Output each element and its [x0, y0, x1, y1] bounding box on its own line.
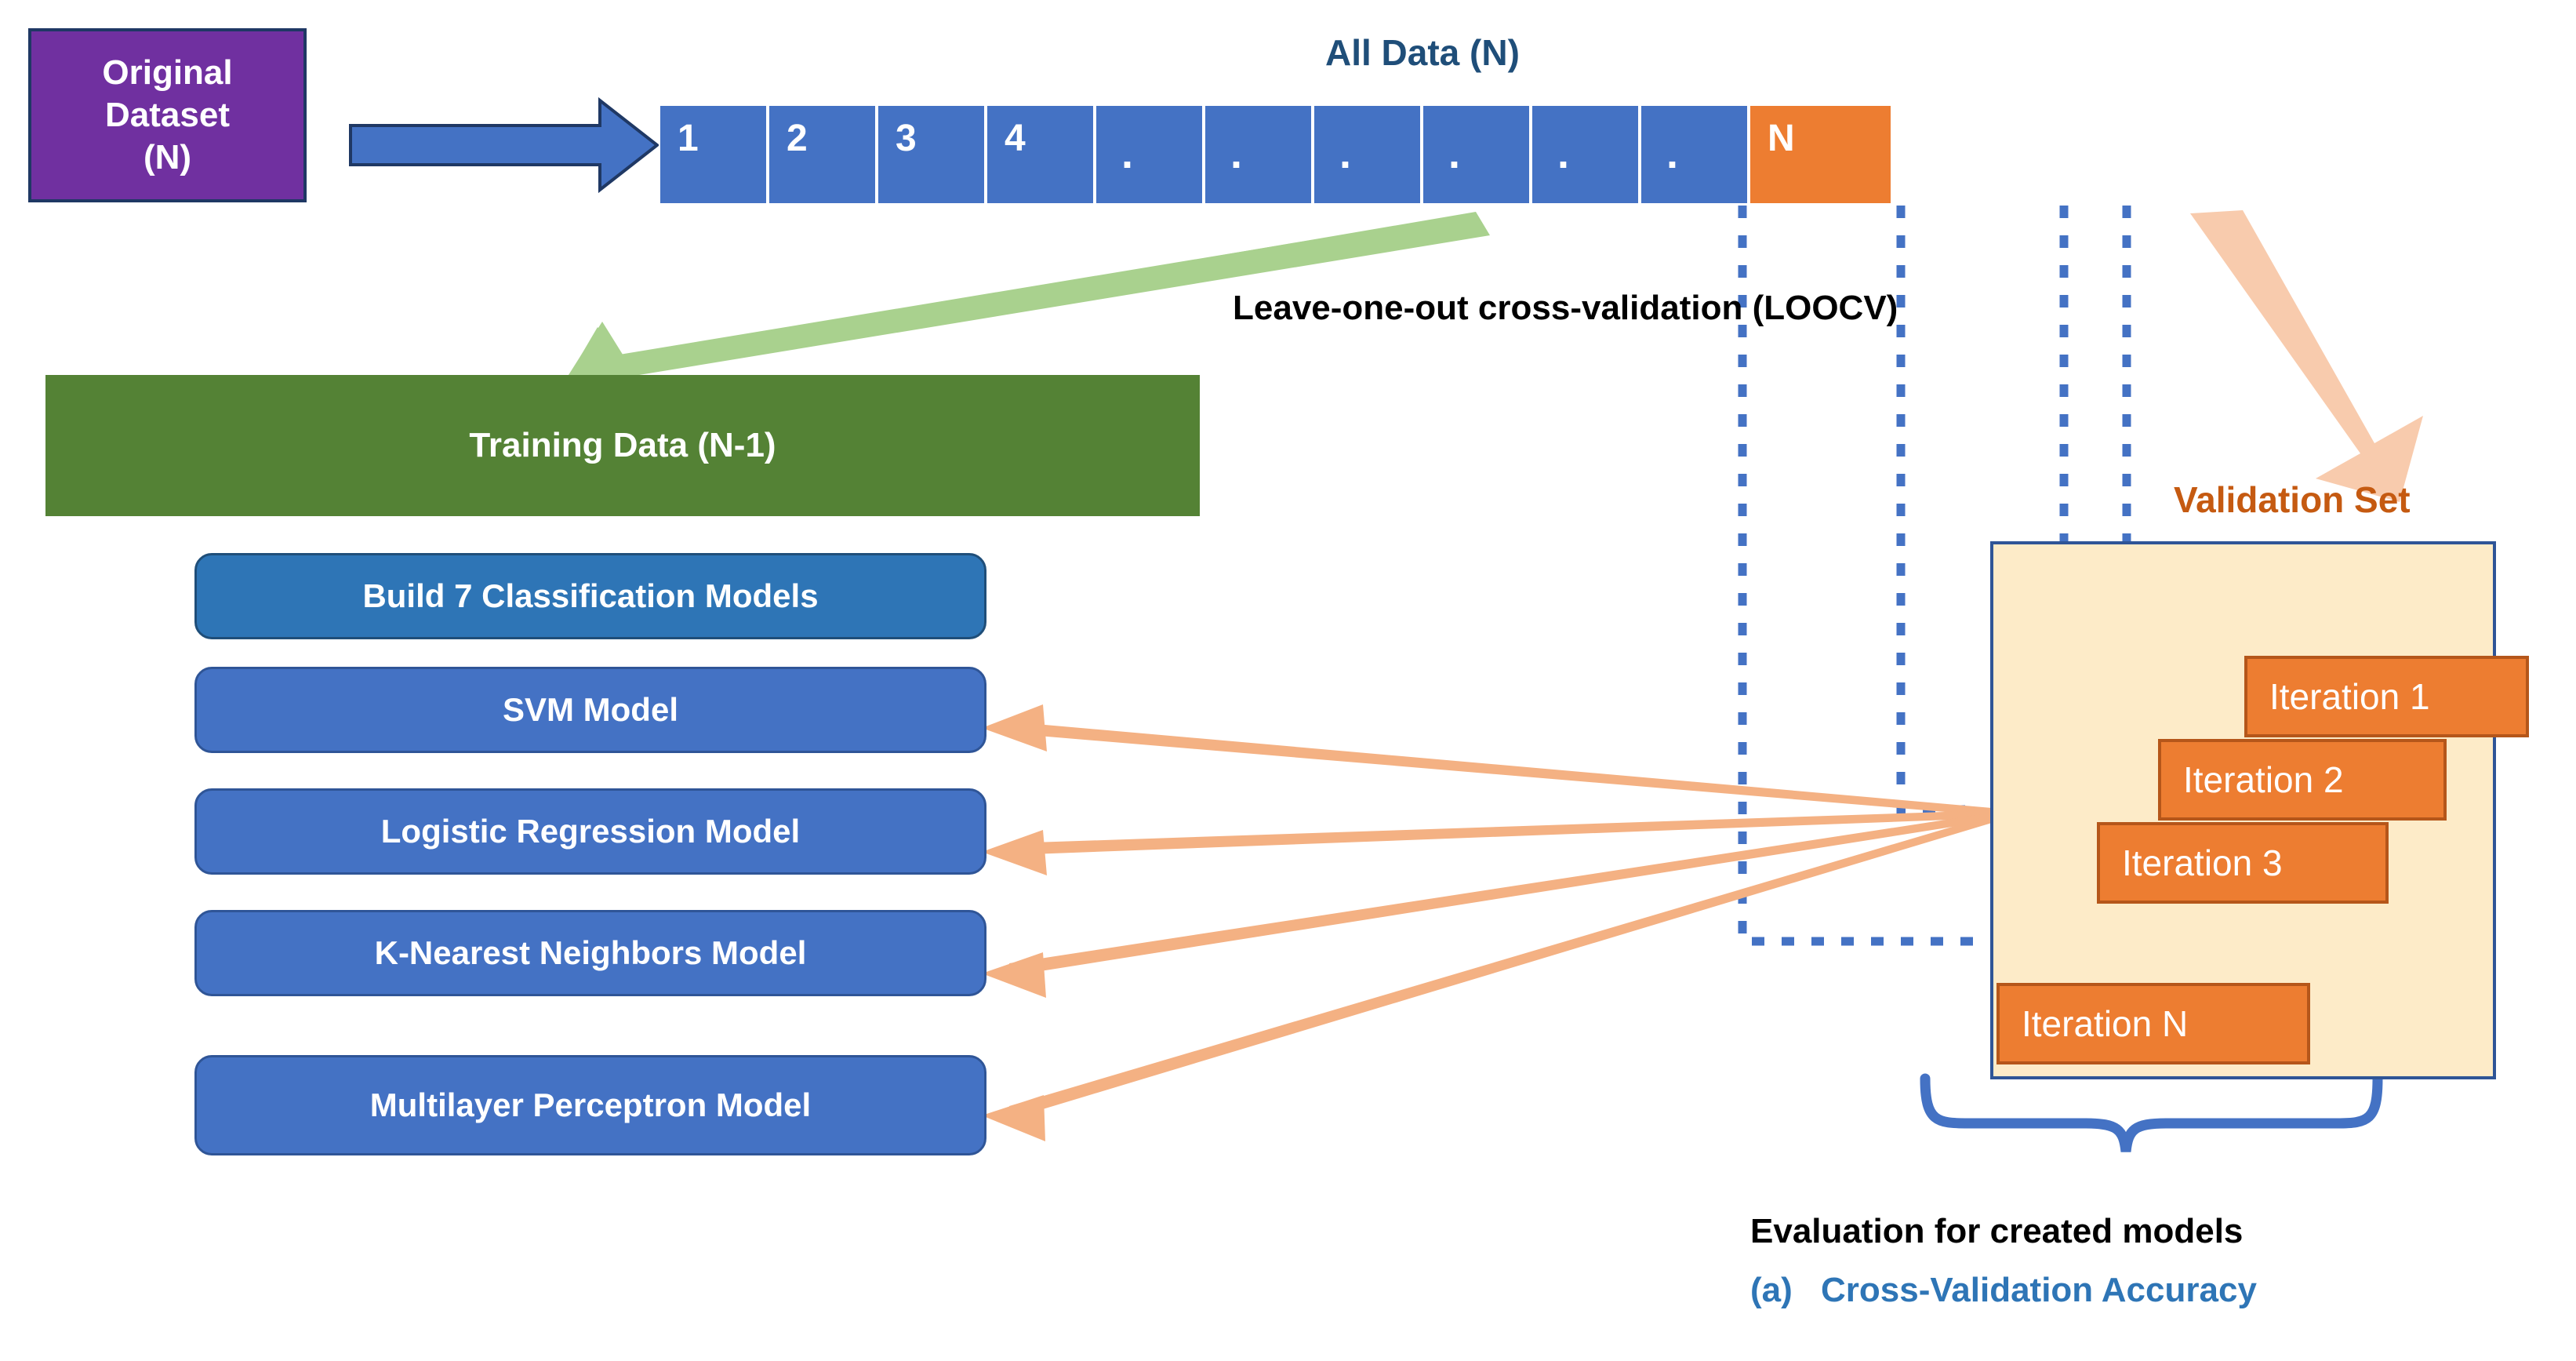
- loocv-caption: Leave-one-out cross-validation (LOOCV): [1233, 289, 1898, 327]
- data-cell-10: .: [1640, 104, 1749, 205]
- original-dataset-line-2: Dataset: [105, 96, 230, 135]
- iteration-box-1: Iteration 1: [2244, 656, 2529, 737]
- model-box-svm[interactable]: SVM Model: [194, 667, 986, 753]
- training-data-box: Training Data (N-1): [45, 375, 1200, 516]
- data-cell-n: N: [1749, 104, 1892, 205]
- all-data-strip: 1 2 3 4 . . . . . . N: [659, 104, 1892, 205]
- data-cell-1: 1: [659, 104, 768, 205]
- model-box-mlp[interactable]: Multilayer Perceptron Model: [194, 1055, 986, 1155]
- original-dataset-line-3: (N): [143, 137, 192, 176]
- original-dataset-box: Original Dataset (N): [28, 28, 307, 202]
- data-cell-6: .: [1204, 104, 1313, 205]
- data-cell-9: .: [1531, 104, 1640, 205]
- evaluation-item-label: Cross-Validation Accuracy: [1821, 1271, 2257, 1309]
- data-cell-7: .: [1313, 104, 1422, 205]
- data-cell-3: 3: [877, 104, 986, 205]
- evaluation-heading: Evaluation for created models: [1750, 1212, 2244, 1250]
- data-cell-5: .: [1095, 104, 1204, 205]
- iteration-box-3: Iteration 3: [2097, 822, 2389, 904]
- iteration-box-2: Iteration 2: [2158, 739, 2447, 821]
- model-box-knn[interactable]: K-Nearest Neighbors Model: [194, 910, 986, 996]
- evaluation-item-marker: (a): [1750, 1271, 1793, 1309]
- model-box-logistic-regression[interactable]: Logistic Regression Model: [194, 788, 986, 875]
- model-box-build-classification-models[interactable]: Build 7 Classification Models: [194, 553, 986, 639]
- original-dataset-line-1: Original: [102, 53, 233, 93]
- data-cell-8: .: [1422, 104, 1531, 205]
- validation-peach-arrow: [2190, 210, 2423, 502]
- data-cell-2: 2: [768, 104, 877, 205]
- peach-fan-arrows: [982, 704, 1992, 1141]
- validation-set-label: Validation Set: [2174, 479, 2411, 520]
- blue-block-arrow: [349, 96, 660, 194]
- cross-validation-accuracy-item: (a) Cross-Validation Accuracy: [1750, 1271, 2257, 1310]
- data-cell-4: 4: [986, 104, 1095, 205]
- all-data-label: All Data (N): [1325, 32, 1520, 73]
- evaluation-brace: [1920, 1073, 2383, 1152]
- iteration-box-n: Iteration N: [1996, 983, 2310, 1064]
